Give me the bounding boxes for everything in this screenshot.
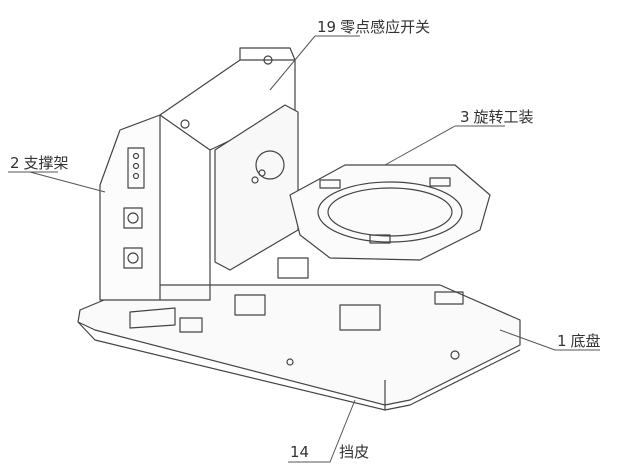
leader-14 [288, 399, 356, 463]
leader-3 [384, 125, 505, 166]
rotating-fixture [289, 164, 491, 261]
leader-19 [269, 35, 360, 91]
rotating-plate [214, 104, 299, 271]
support-frame [99, 47, 296, 301]
leader-1 [499, 329, 600, 351]
chassis-base [77, 257, 521, 411]
leader-2 [8, 171, 106, 193]
